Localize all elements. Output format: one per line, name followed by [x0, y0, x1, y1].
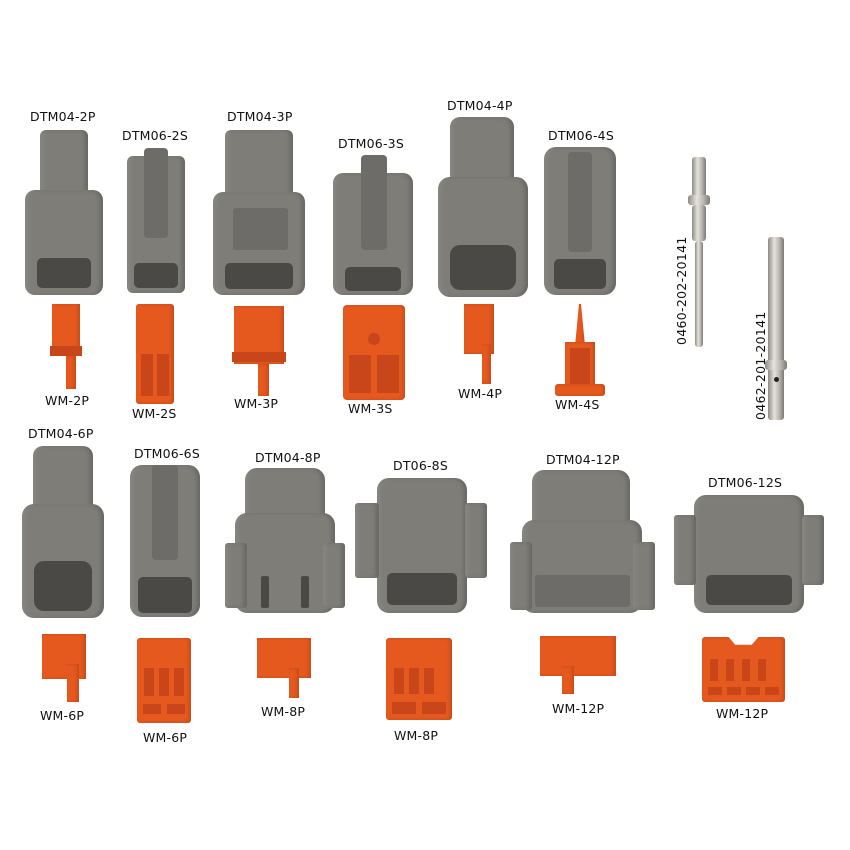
connector-housing-dtm04-6p	[22, 446, 104, 618]
wedge-label-wm-4p: WM-4P	[458, 386, 503, 401]
wedge-label-wm-2p: WM-2P	[45, 393, 90, 408]
housing-label-dtm06-6s: DTM06-6S	[134, 446, 200, 461]
contact-label-0460-202-20141: 0460-202-20141	[674, 236, 689, 345]
wedge-label-wm-6p-b: WM-6P	[143, 730, 188, 745]
housing-label-dtm04-6p: DTM04-6P	[28, 426, 94, 441]
connector-housing-dtm06-12s	[674, 495, 824, 613]
housing-label-dtm06-3s: DTM06-3S	[338, 136, 404, 151]
connector-housing-dt06-8s	[355, 478, 487, 613]
wedgelock-wm-2s	[136, 304, 174, 404]
wedgelock-wm-12p-b	[702, 637, 785, 702]
contact-pin-0460-202-20141	[688, 157, 710, 347]
connector-housing-dtm04-4p	[438, 117, 528, 297]
wedge-label-wm-8p-b: WM-8P	[394, 728, 439, 743]
wedgelock-wm-2p	[50, 304, 82, 389]
connector-housing-dtm06-2s	[122, 148, 190, 293]
contact-socket-0462-201-20141	[765, 237, 787, 420]
wedge-label-wm-3p: WM-3P	[234, 396, 279, 411]
wedgelock-wm-4s	[555, 304, 605, 396]
connector-housing-dtm04-12p	[510, 470, 655, 613]
wedgelock-wm-8p-a	[255, 638, 313, 698]
connector-housing-dtm06-6s	[130, 465, 200, 617]
wedge-label-wm-12p-a: WM-12P	[552, 701, 605, 716]
wedgelock-wm-3p	[232, 306, 286, 396]
wedge-label-wm-6p-a: WM-6P	[40, 708, 85, 723]
contact-label-0462-201-20141: 0462-201-20141	[753, 311, 768, 420]
housing-label-dtm04-12p: DTM04-12P	[546, 452, 620, 467]
housing-label-dtm04-3p: DTM04-3P	[227, 109, 293, 124]
connector-housing-dtm06-4s	[544, 147, 616, 295]
wedge-label-wm-12p-b: WM-12P	[716, 706, 769, 721]
housing-label-dtm06-4s: DTM06-4S	[548, 128, 614, 143]
connector-housing-dtm06-3s	[333, 155, 413, 295]
housing-label-dt06-8s: DT06-8S	[393, 458, 448, 473]
housing-label-dtm04-4p: DTM04-4P	[447, 98, 513, 113]
wedgelock-wm-6p-a	[40, 634, 88, 702]
wedge-label-wm-4s: WM-4S	[555, 397, 600, 412]
connector-housing-dtm04-3p	[213, 130, 305, 295]
wedgelock-wm-12p-a	[538, 636, 618, 694]
wedgelock-wm-6p-b	[135, 638, 193, 723]
wedge-label-wm-3s: WM-3S	[348, 401, 393, 416]
connector-housing-dtm04-2p	[25, 130, 103, 295]
wedge-label-wm-2s: WM-2S	[132, 406, 177, 421]
housing-label-dtm06-12s: DTM06-12S	[708, 475, 783, 490]
wedgelock-wm-8p-b	[384, 638, 454, 720]
housing-label-dtm04-2p: DTM04-2P	[30, 109, 96, 124]
connector-housing-dtm04-8p	[225, 468, 345, 613]
housing-label-dtm04-8p: DTM04-8P	[255, 450, 321, 465]
wedgelock-wm-3s	[343, 305, 405, 400]
wedge-label-wm-8p-a: WM-8P	[261, 704, 306, 719]
wedgelock-wm-4p	[462, 304, 496, 384]
housing-label-dtm06-2s: DTM06-2S	[122, 128, 188, 143]
